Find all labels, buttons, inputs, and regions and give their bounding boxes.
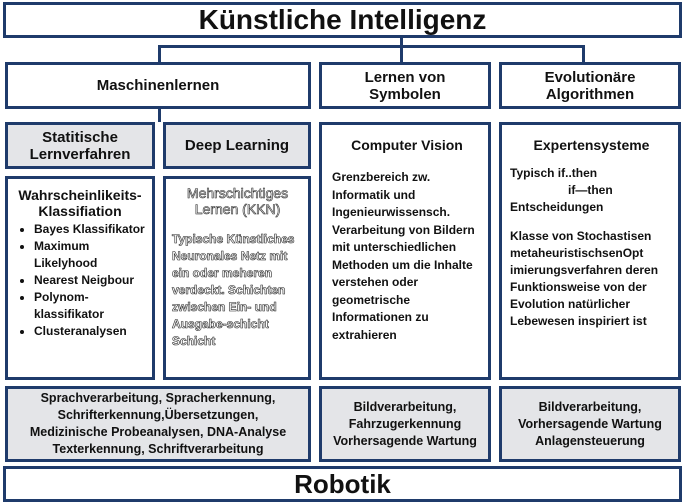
evo-app-line: Vorhersagende Wartung [518,416,662,431]
expert-text1-line3: Entscheidungen [510,200,604,214]
stat-content-box: Wahrscheinlikeits- Klassifiation Bayes K… [5,176,155,380]
ml-applications-box: Sprachverarbeitung, Spracherkennung, Sch… [5,386,311,462]
deep-header: Deep Learning [184,137,290,154]
footer-title: Robotik [294,468,391,499]
ml-header: Maschinenlernen [96,77,220,94]
cv-header: Computer Vision [351,137,463,153]
evo-applications-box: Bildverarbeitung, Vorhersagende Wartung … [499,386,681,462]
symbols-app-line: Vorhersagende Wartung [333,433,477,448]
expert-header: Expertensysteme [533,137,650,153]
deep-title-line2: Lernen (KKN) [194,201,281,218]
stat-header-line1: Statitische [42,128,118,146]
ml-app-line: Schrifterkennung,Übersetzungen, [57,408,259,422]
connector-title-to-branches [158,45,584,48]
ml-app-line: Medizinische Probeanalysen, DNA-Analyse [29,425,287,439]
expert-text1-line2: if—then [568,183,613,197]
footer-box: Robotik [3,466,682,502]
connector-to-ml [158,45,161,63]
symbols-header-line2: Symbolen [369,85,441,103]
page-title: Künstliche Intelligenz [198,4,487,35]
evo-app-line: Anlagensteuerung [535,433,645,448]
symbols-header-box: Lernen von Symbolen [319,62,491,109]
cv-text: Grenzbereich zw. Informatik und Ingenieu… [332,170,475,342]
list-item: Nearest Neigbour [34,272,148,289]
connector-ml-to-sub [158,108,161,122]
symbols-header-line1: Lernen von [364,68,446,86]
expert-text1-line1: Typisch if..then [510,166,598,180]
deep-header-box: Deep Learning [163,122,311,169]
stat-list: Bayes Klassifikator Maximum Likelyhood N… [12,221,148,340]
cv-content-box: Computer Vision Grenzbereich zw. Informa… [319,122,491,380]
expert-content-box: Expertensysteme Typisch if..then if—then… [499,122,681,380]
evo-app-line: Bildverarbeitung, [538,399,642,414]
expert-text2: Klasse von Stochastisen metaheuristischs… [510,229,659,328]
symbols-applications-box: Bildverarbeitung, Fahrzugerkennung Vorhe… [319,386,491,462]
list-item: Polynom-klassifikator [34,289,148,323]
list-item: Clusteranalysen [34,323,148,340]
deep-title-line1: Mehrschichtiges [186,185,289,202]
list-item: Maximum Likelyhood [34,238,148,272]
stat-header-line2: Lernverfahren [29,145,131,163]
connector-to-symbols [400,36,403,63]
evo-header-box: Evolutionäre Algorithmen [499,62,681,109]
evo-header-line2: Algorithmen [545,85,635,103]
title-box: Künstliche Intelligenz [3,2,682,38]
ml-app-line: Sprachverarbeitung, Spracherkennung, [40,391,276,405]
symbols-app-line: Bildverarbeitung, [353,399,457,414]
stat-title-line2: Klassifiation [38,203,122,219]
deep-text: Typische Künstliches Neuronales Netz mit… [172,232,295,349]
ml-app-line: Texterkennung, Schriftverarbeitung [52,442,264,456]
symbols-app-line: Fahrzugerkennung [348,416,462,431]
evo-header-line1: Evolutionäre [544,68,636,86]
list-item: Bayes Klassifikator [34,221,148,238]
connector-to-evo [582,45,585,63]
stat-header-box: Statitische Lernverfahren [5,122,155,169]
stat-title-line1: Wahrscheinlikeits- [18,187,142,203]
deep-content-box: Mehrschichtiges Lernen (KKN) Typische Kü… [163,176,311,380]
ml-header-box: Maschinenlernen [5,62,311,109]
